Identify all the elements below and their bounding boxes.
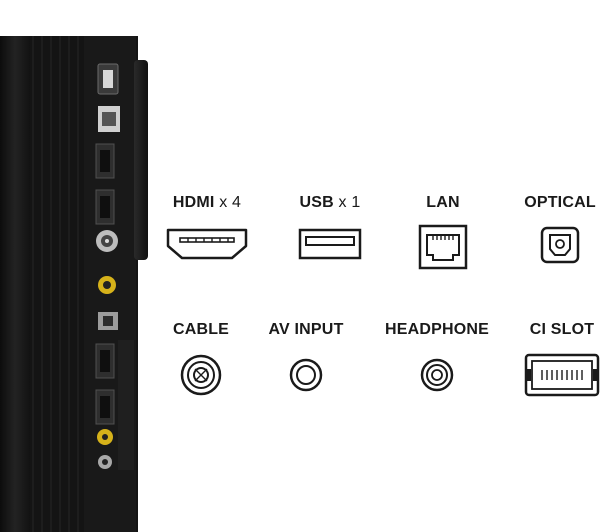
port-lan: LAN (383, 192, 503, 270)
port-usb: USB x 1 (270, 192, 390, 260)
port-label-lan: LAN (426, 194, 460, 211)
port-ci-slot: CI SLOT (502, 319, 600, 399)
port-optical: OPTICAL (500, 192, 600, 264)
hdmi-port-icon (166, 228, 248, 260)
av-input-port-icon (289, 358, 323, 392)
optical-port-icon (540, 226, 580, 264)
port-label-optical: OPTICAL (524, 194, 596, 211)
headphone-jack-icon (420, 358, 454, 392)
usb-port-icon (298, 228, 362, 260)
lan-port-icon (418, 224, 468, 270)
port-label-ci-slot: CI SLOT (529, 321, 595, 338)
ci-slot-icon (524, 353, 600, 397)
port-cable: CABLE (141, 319, 261, 397)
port-label-cable: CABLE (172, 321, 230, 338)
port-headphone: HEADPHONE (377, 319, 497, 393)
port-hdmi: HDMI x 4 (147, 192, 267, 260)
port-label-hdmi: HDMI x 4 (172, 194, 242, 211)
port-label-av-input: AV INPUT (268, 321, 344, 338)
port-av-input: AV INPUT (246, 319, 366, 393)
port-label-headphone: HEADPHONE (384, 321, 490, 338)
port-label-usb: USB x 1 (299, 194, 361, 211)
coax-port-icon (180, 354, 222, 396)
